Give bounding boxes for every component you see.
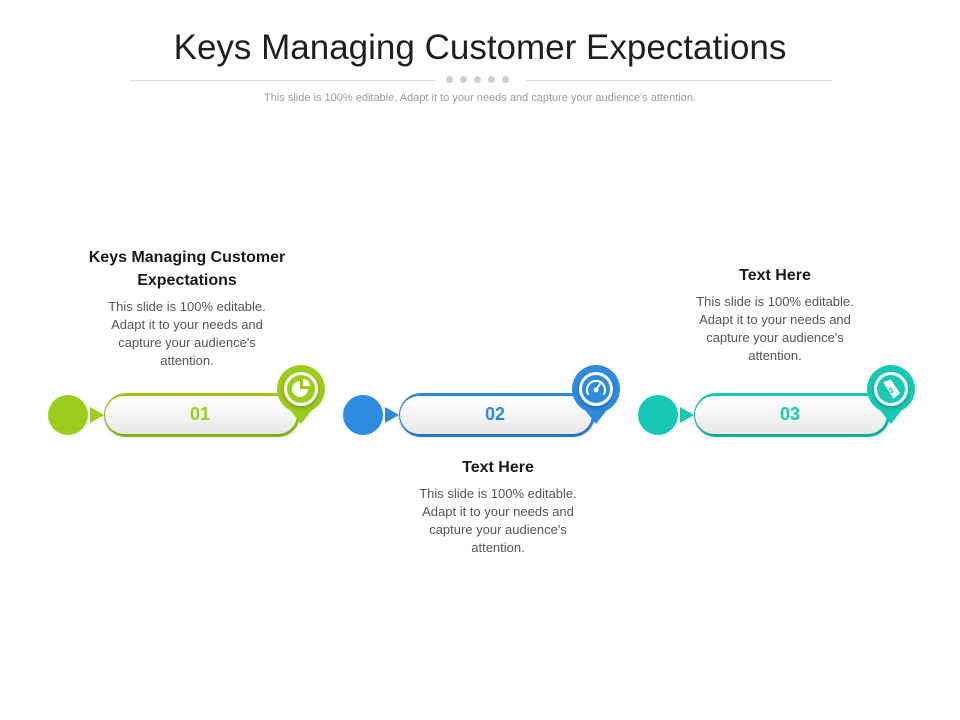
pie-chart-icon [292,379,310,397]
step-1: 01 [46,365,336,446]
step-3-pill [695,396,887,434]
step-3-number: 03 [779,404,801,424]
item-2-heading: Text Here [462,459,534,476]
step-2: 02 [341,365,631,446]
item-1-text: Keys Managing Customer Expectations This… [72,246,302,370]
step-3-graphic: $ [638,365,915,437]
item-2-text: Text Here This slide is 100% editable. A… [383,456,613,557]
item-1-heading: Keys Managing Customer Expectations [88,249,286,289]
title-divider-right [526,80,832,81]
step-2-pill [400,396,592,434]
step-1-graphic [48,365,325,437]
step-1-dot [48,395,88,435]
price-tag-icon: $ [883,379,900,399]
svg-text:$: $ [888,385,896,395]
step-2-graphic [343,365,620,437]
step-2-dot [343,395,383,435]
item-2-body: This slide is 100% editable. Adapt it to… [419,486,577,555]
item-3-heading: Text Here [739,267,811,284]
title-dots [446,76,518,84]
step-3: $ 03 [636,365,926,446]
speedometer-icon [586,379,606,395]
item-3-text: Text Here This slide is 100% editable. A… [660,264,890,365]
step-1-number: 01 [189,404,211,424]
slide-subtitle: This slide is 100% editable, Adapt it to… [264,92,696,104]
slide-title: Keys Managing Customer Expectations [173,28,787,67]
item-1-body: This slide is 100% editable. Adapt it to… [108,299,266,368]
title-divider-left [130,80,436,81]
item-3-body: This slide is 100% editable. Adapt it to… [696,294,854,363]
step-2-number: 02 [484,404,506,424]
step-1-pill [105,396,297,434]
step-3-dot [638,395,678,435]
